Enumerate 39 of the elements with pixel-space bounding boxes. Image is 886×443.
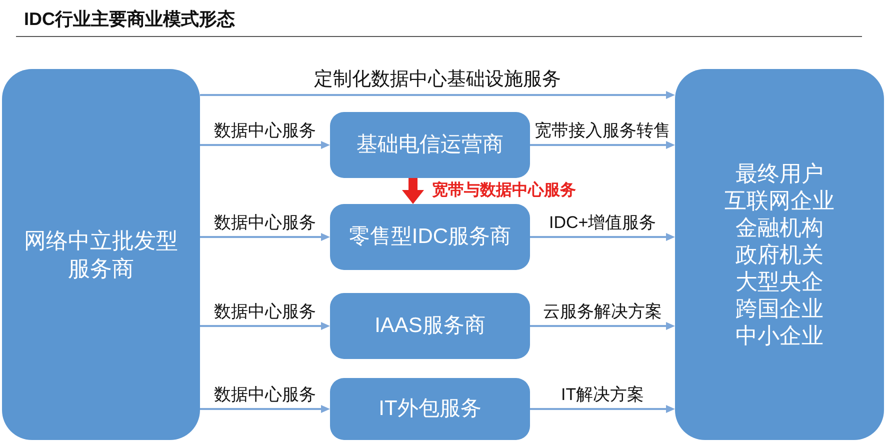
arrow xyxy=(200,233,330,241)
box-label: 最终用户 xyxy=(736,160,824,187)
box-label: 跨国企业 xyxy=(736,295,824,322)
rounded-box xyxy=(330,378,530,440)
arrow xyxy=(200,405,330,413)
box-label: 金融机构 xyxy=(736,214,824,241)
edge-label: 数据中心服务 xyxy=(213,121,317,141)
box-label: 政府机关 xyxy=(736,241,824,268)
box-label: 大型央企 xyxy=(736,268,824,295)
arrow xyxy=(200,141,330,149)
edge-label: 云服务解决方案 xyxy=(542,302,663,322)
edge-label: 定制化数据中心基础设施服务 xyxy=(313,69,562,91)
box-label: 互联网企业 xyxy=(724,187,834,214)
rounded-box xyxy=(675,69,884,440)
title: IDC行业主要商业模式形态 xyxy=(24,8,235,31)
rounded-box xyxy=(330,112,530,178)
box-label: IAAS服务商 xyxy=(374,313,486,339)
edge-label: 宽带接入服务转售 xyxy=(534,121,672,141)
box-label: 基础电信运营商 xyxy=(356,132,504,158)
arrow xyxy=(530,233,675,241)
rounded-box xyxy=(330,204,530,270)
edge-label: IDC+增值服务 xyxy=(548,213,658,233)
box-label: IT外包服务 xyxy=(378,396,482,422)
edge-label: IT解决方案 xyxy=(560,385,646,405)
arrow xyxy=(530,322,675,330)
box-label: 中小企业 xyxy=(736,322,824,349)
arrow xyxy=(530,405,675,413)
box-label: 零售型IDC服务商 xyxy=(348,224,512,250)
arrow xyxy=(200,322,330,330)
box-label: 网络中立批发型服务商 xyxy=(23,226,179,282)
rounded-box xyxy=(2,69,200,440)
edge-label: 数据中心服务 xyxy=(213,302,317,322)
arrow xyxy=(402,178,424,204)
edge-label: 宽带与数据中心服务 xyxy=(431,182,577,200)
edge-label: 数据中心服务 xyxy=(213,385,317,405)
arrow xyxy=(530,141,675,149)
rounded-box xyxy=(330,293,530,359)
arrow xyxy=(200,91,675,99)
edge-label: 数据中心服务 xyxy=(213,213,317,233)
